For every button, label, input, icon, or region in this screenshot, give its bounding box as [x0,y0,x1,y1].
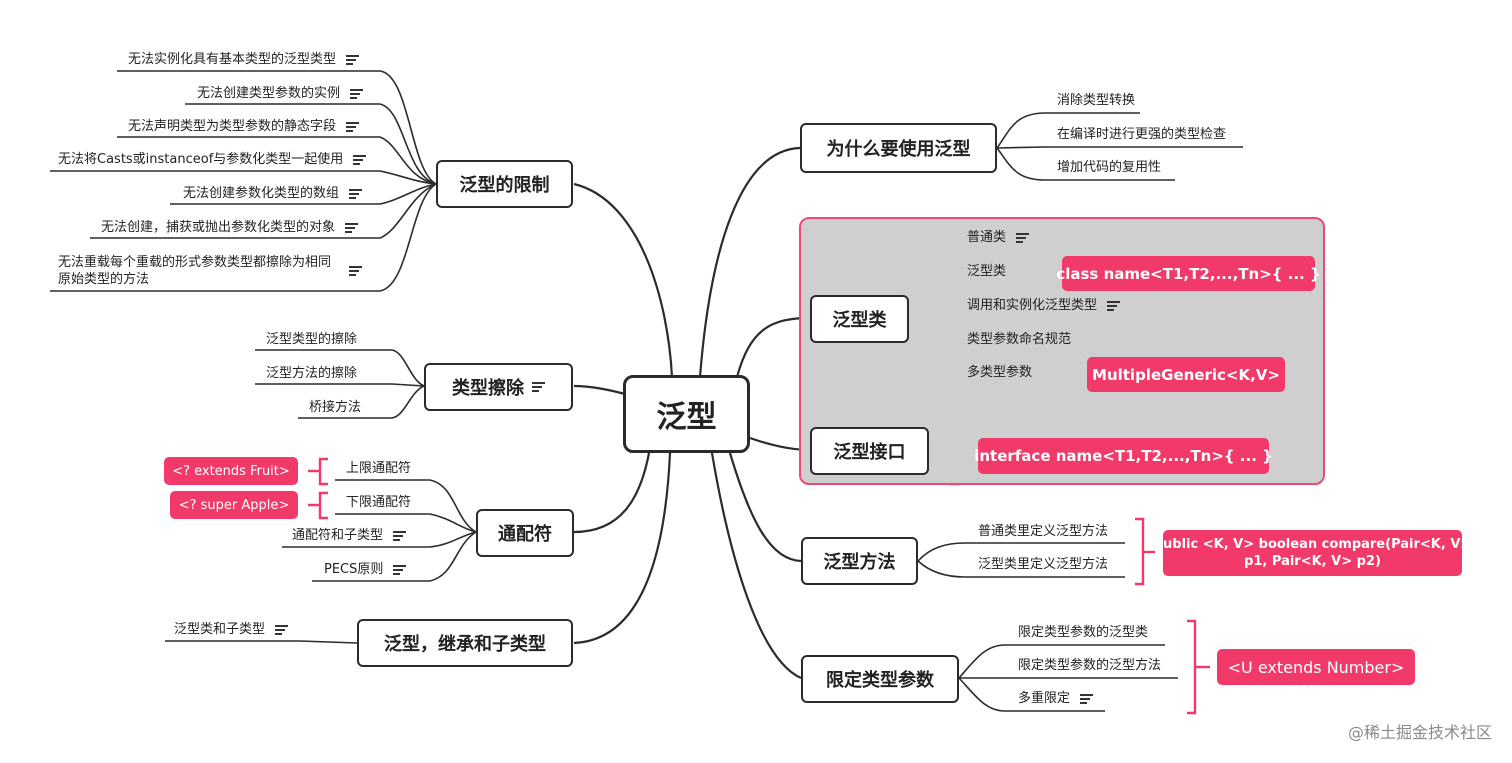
why-node[interactable]: 为什么要使用泛型 [800,123,997,173]
restriction-item-label: 无法声明类型为类型参数的静态字段 [128,119,337,134]
restriction-item[interactable]: 无法将Casts或instanceof与参数化类型一起使用 [58,152,367,168]
restriction-item[interactable]: 无法实例化具有基本类型的泛型类型 [128,52,360,68]
upper-bound-callout[interactable]: <? extends Fruit> [164,457,298,485]
bounded-type-item[interactable]: 限定类型参数的泛型方法 [1018,658,1162,673]
wildcard-node[interactable]: 通配符 [476,509,574,557]
why-item[interactable]: 增加代码的复用性 [1057,160,1162,175]
note-icon [1107,301,1121,311]
generic-method-node[interactable]: 泛型方法 [801,537,918,585]
bounded-type-item[interactable]: 多重限定 [1018,691,1094,707]
wildcard-item-label: 通配符和子类型 [292,528,384,543]
note-icon [393,531,407,541]
note-icon [275,625,289,635]
note-icon [1016,233,1030,243]
why-item[interactable]: 消除类型转换 [1057,93,1136,108]
inheritance-item-label: 泛型类和子类型 [174,622,266,637]
restriction-line-1: 无法重载每个重载的形式参数类型都擦除为相同 [58,255,332,270]
erasure-item[interactable]: 泛型方法的擦除 [266,366,358,381]
generic-class-item[interactable]: 多类型参数 [967,365,1033,380]
restrictions-node[interactable]: 泛型的限制 [436,160,573,208]
restriction-item-label: 无法创建，捕获或抛出参数化类型的对象 [101,220,336,235]
inheritance-label: 泛型，继承和子类型 [384,634,546,655]
wildcard-item-label: PECS原则 [324,562,384,577]
erasure-item[interactable]: 泛型类型的擦除 [266,332,358,347]
restriction-item-label: 无法创建参数化类型的数组 [183,186,340,201]
generic-class-item-label: 调用和实例化泛型类型 [967,298,1098,313]
generic-interface-label: 泛型接口 [833,442,906,463]
restriction-item[interactable]: 无法创建参数化类型的数组 [183,186,363,202]
note-icon [349,189,363,199]
bounded-syntax-callout[interactable]: <U extends Number> [1217,649,1415,685]
restriction-item-label: 无法创建类型参数的实例 [197,86,341,101]
generic-class-item-label: 普通类 [967,230,1007,245]
restrictions-label: 泛型的限制 [459,175,550,196]
generic-class-label: 泛型类 [832,310,887,331]
method-syntax-callout[interactable]: public <K, V> boolean compare(Pair<K, V>… [1154,530,1471,576]
method-syntax-line-1: public <K, V> boolean compare(Pair<K, V> [1153,537,1472,552]
erasure-label: 类型擦除 [452,378,524,399]
restriction-item-label: 无法实例化具有基本类型的泛型类型 [128,52,337,67]
inheritance-item[interactable]: 泛型类和子类型 [174,622,289,638]
restriction-item-multiline[interactable]: 无法重载每个重载的形式参数类型都擦除为相同原始类型的方法 [58,254,363,288]
why-label: 为什么要使用泛型 [826,139,971,160]
why-item[interactable]: 在编译时进行更强的类型检查 [1057,127,1227,142]
restriction-item[interactable]: 无法创建类型参数的实例 [197,86,364,102]
lower-bound-callout[interactable]: <? super Apple> [170,491,298,519]
note-icon [353,155,367,165]
note-icon [346,55,360,65]
wildcard-item[interactable]: 上限通配符 [346,461,412,476]
generic-method-item[interactable]: 普通类里定义泛型方法 [978,524,1109,539]
wildcard-item[interactable]: 通配符和子类型 [292,528,407,544]
restriction-item[interactable]: 无法创建，捕获或抛出参数化类型的对象 [101,220,359,236]
interface-syntax-callout[interactable]: interface name<T1,T2,...,Tn>{ ... } [974,438,1273,474]
generic-class-item[interactable]: 调用和实例化泛型类型 [967,298,1121,314]
bounded-type-node[interactable]: 限定类型参数 [801,655,959,703]
bounded-type-item[interactable]: 限定类型参数的泛型类 [1018,625,1149,640]
restriction-item-label: 无法将Casts或instanceof与参数化类型一起使用 [58,152,344,167]
generic-class-node[interactable]: 泛型类 [810,295,909,343]
method-syntax-line-2: p1, Pair<K, V> p2) [1244,554,1381,569]
generic-class-item[interactable]: 泛型类 [967,264,1007,279]
bounded-type-item-label: 多重限定 [1018,691,1071,706]
note-icon [346,122,360,132]
restriction-item[interactable]: 无法声明类型为类型参数的静态字段 [128,119,360,135]
erasure-item[interactable]: 桥接方法 [309,400,362,415]
note-icon [349,266,363,276]
restriction-line-2: 原始类型的方法 [58,272,150,287]
inheritance-node[interactable]: 泛型，继承和子类型 [357,619,573,667]
note-icon [345,223,359,233]
wildcard-item[interactable]: 下限通配符 [346,495,412,510]
restriction-item-multiline-text: 无法重载每个重载的形式参数类型都擦除为相同原始类型的方法 [58,254,331,288]
root-node[interactable]: 泛型 [623,375,750,453]
generic-class-item[interactable]: 类型参数命名规范 [967,332,1072,347]
note-icon [393,565,407,575]
bounded-type-label: 限定类型参数 [826,670,934,691]
wildcard-item[interactable]: PECS原则 [324,562,407,578]
generic-method-item[interactable]: 泛型类里定义泛型方法 [978,557,1109,572]
generic-class-item[interactable]: 普通类 [967,230,1030,246]
generic-method-label: 泛型方法 [823,552,896,573]
erasure-node[interactable]: 类型擦除 [424,363,573,411]
wildcard-label: 通配符 [498,524,552,545]
watermark: @稀土掘金技术社区 [1347,723,1492,742]
note-icon [532,382,545,392]
class-syntax-callout[interactable]: class name<T1,T2,...,Tn>{ ... } [1056,256,1321,291]
note-icon [1080,694,1094,704]
multiple-generic-callout[interactable]: MultipleGeneric<K,V> [1087,357,1285,392]
generic-interface-node[interactable]: 泛型接口 [810,427,929,475]
note-icon [350,89,364,99]
